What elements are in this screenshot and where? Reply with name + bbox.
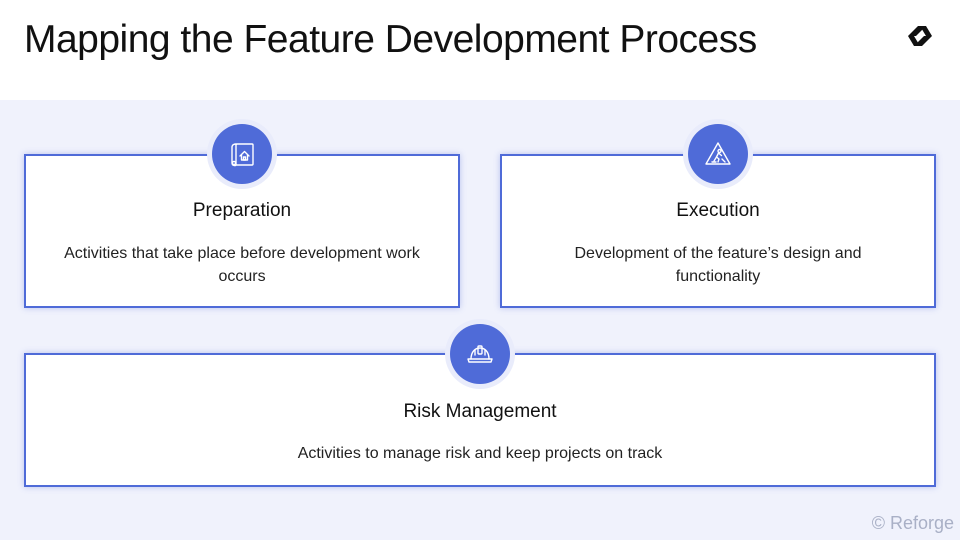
execution-badge [688, 124, 748, 184]
diagram-canvas: Preparation Activities that take place b… [0, 100, 960, 540]
card-description: Activities that take place before develo… [64, 245, 420, 285]
copyright-text: © Reforge [871, 513, 954, 533]
risk-management-badge [450, 324, 510, 384]
card-description: Activities to manage risk and keep proje… [297, 445, 663, 462]
header: Mapping the Feature Development Process [0, 0, 960, 100]
card-description: Development of the feature’s design and … [574, 245, 862, 285]
construction-sign-icon [705, 142, 731, 165]
page-title: Mapping the Feature Development Process [24, 18, 757, 61]
reforge-logo-icon [908, 26, 932, 46]
card-title: Execution [676, 200, 760, 221]
card-title: Risk Management [403, 401, 557, 422]
card-title: Preparation [192, 200, 292, 221]
preparation-badge [212, 124, 272, 184]
blueprint-icon [231, 143, 254, 167]
hard-hat-icon [467, 345, 493, 363]
